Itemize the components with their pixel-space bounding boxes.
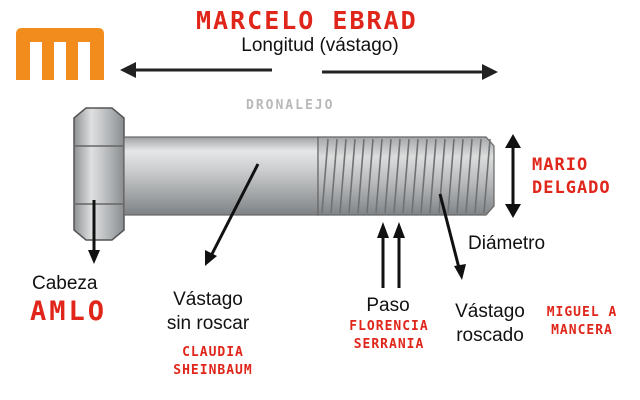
thread-line (366, 138, 374, 214)
unthreaded-shank (123, 136, 319, 216)
name-diameter-line1: MARIO (532, 155, 589, 175)
name-threaded-line2: MANCERA (551, 323, 613, 338)
pointer-arrows (88, 163, 466, 288)
threaded-pointer (438, 193, 461, 269)
thread-line (330, 138, 338, 214)
thread-line (456, 138, 464, 214)
thread-line (321, 138, 329, 214)
label-vastago-roscado: Vástago roscado (446, 300, 534, 348)
thread-line (402, 138, 410, 214)
label-vastago-roscado-line1: Vástago (455, 301, 525, 322)
thread-line (357, 138, 365, 214)
length-arrow (120, 62, 498, 80)
name-unthreaded: CLAUDIA SHEINBAUM (158, 344, 268, 380)
name-pitch-line1: FLORENCIA (349, 319, 429, 334)
thread-line (483, 138, 491, 214)
name-pitch: FLORENCIA SERRANIA (332, 318, 446, 354)
thread-line (339, 138, 347, 214)
name-head: AMLO (30, 296, 108, 327)
name-threaded: MIGUEL A MANCERA (530, 304, 634, 340)
thread-line (348, 138, 356, 214)
label-diametro: Diámetro (468, 233, 546, 254)
thread-line (438, 138, 446, 214)
name-diameter: MARIO DELGADO (532, 154, 611, 200)
thread-line (420, 138, 428, 214)
thread-line (384, 138, 392, 214)
thread-line (474, 138, 482, 214)
thread-line (429, 138, 437, 214)
name-diameter-line2: DELGADO (532, 178, 611, 198)
label-vastago-sin-roscar: Vástago sin roscar (148, 288, 268, 336)
unthreaded-pointer (210, 163, 260, 255)
label-vastago-sin-roscar-line1: Vástago (173, 289, 243, 310)
title-top: MARCELO EBRAD (196, 6, 418, 35)
watermark: DRONALEJO (246, 98, 335, 113)
label-vastago-roscado-line2: roscado (456, 325, 524, 346)
name-threaded-line1: MIGUEL A (546, 305, 618, 320)
threaded-shank (317, 136, 495, 216)
thread-line (465, 138, 473, 214)
thread-line (411, 138, 419, 214)
thread-line (375, 138, 383, 214)
length-label: Longitud (vástago) (241, 35, 399, 56)
thread-line (393, 138, 401, 214)
bolt-head (73, 107, 125, 241)
name-unthreaded-line2: SHEINBAUM (173, 363, 253, 378)
label-vastago-sin-roscar-line2: sin roscar (166, 313, 250, 334)
label-cabeza: Cabeza (32, 273, 98, 294)
metro-m-logo-icon (16, 28, 104, 80)
thread-line (447, 138, 455, 214)
name-pitch-line2: SERRANIA (353, 337, 425, 352)
name-unthreaded-line1: CLAUDIA (182, 345, 244, 360)
label-paso: Paso (366, 295, 410, 316)
diameter-arrow (505, 134, 521, 218)
